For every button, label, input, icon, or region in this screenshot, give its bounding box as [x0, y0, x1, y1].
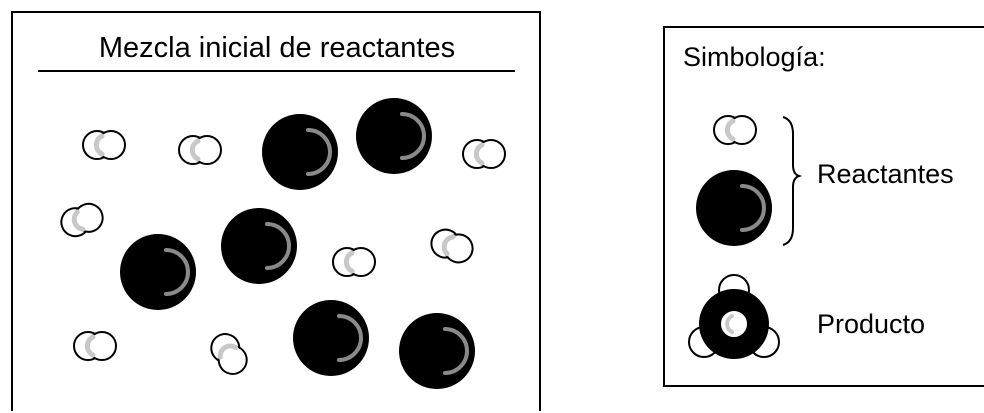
large-particle [356, 98, 432, 174]
small-molecule [210, 333, 248, 375]
large-particle [399, 313, 475, 389]
product-label: Producto [817, 309, 926, 339]
reactants-bracket [782, 116, 803, 246]
legend-small-molecule-symbol [713, 115, 757, 145]
legend-product-symbol [688, 274, 780, 359]
title-divider [38, 70, 515, 72]
large-particle [262, 114, 338, 190]
legend-panel: Simbología: Reactantes Producto [663, 26, 984, 387]
reactant-mixture-panel: Mezcla inicial de reactantes [11, 11, 541, 411]
small-molecule [462, 139, 506, 169]
large-particle [293, 300, 369, 376]
small-molecule [60, 202, 104, 238]
small-molecule [430, 228, 474, 264]
reactants-label: Reactantes [817, 159, 954, 189]
legend-symbols [688, 115, 803, 359]
large-particle [120, 234, 196, 310]
large-particle [221, 208, 297, 284]
legend-title: Simbología: [683, 42, 826, 72]
small-molecule [178, 135, 222, 165]
small-molecule [82, 130, 126, 160]
legend-large-particle-symbol [696, 170, 772, 246]
small-molecule [73, 331, 117, 361]
mixture-title: Mezcla inicial de reactantes [98, 32, 456, 64]
mixture-particles [60, 98, 506, 389]
small-molecule [332, 247, 376, 277]
